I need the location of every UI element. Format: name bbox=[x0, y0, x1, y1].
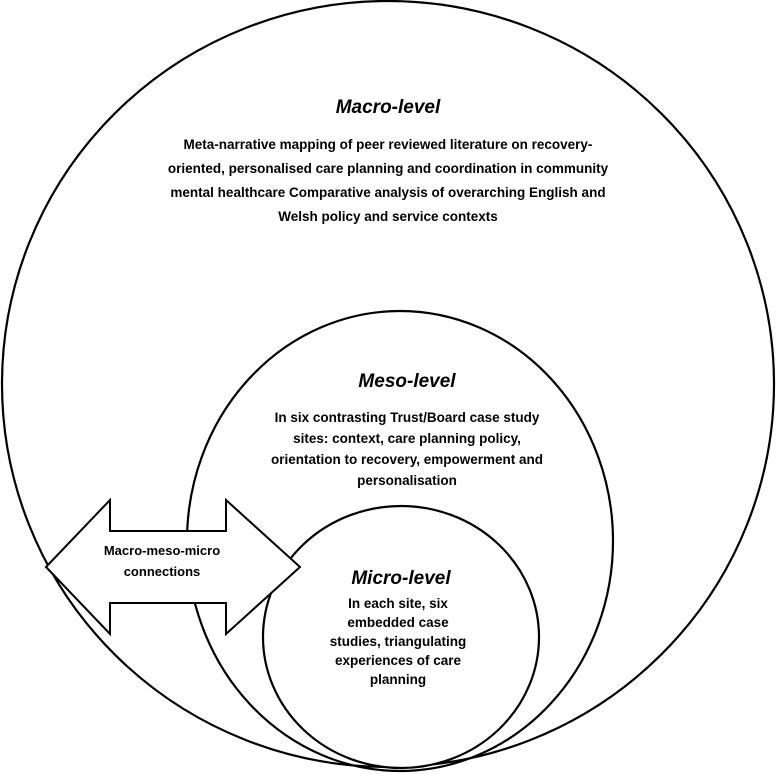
macro-level-line: Meta-narrative mapping of peer reviewed … bbox=[184, 137, 593, 152]
macro-level-title: Macro-level bbox=[336, 97, 441, 118]
meso-level-line: orientation to recovery, empowerment and bbox=[271, 452, 543, 467]
macro-level-line: Welsh policy and service contexts bbox=[278, 209, 498, 224]
micro-level-line: embedded case bbox=[347, 615, 449, 630]
micro-level-line: studies, triangulating bbox=[330, 634, 467, 649]
micro-level-line: In each site, six bbox=[348, 596, 448, 611]
micro-level-line: experiences of care bbox=[335, 653, 462, 668]
micro-level-title: Micro-level bbox=[351, 568, 451, 589]
meso-level-line: sites: context, care planning policy, bbox=[293, 431, 521, 446]
meso-level-line: In six contrasting Trust/Board case stud… bbox=[275, 410, 540, 425]
macro-level-line: oriented, personalised care planning and… bbox=[168, 161, 609, 176]
meso-level-title: Meso-level bbox=[358, 371, 456, 392]
arrow-label-line: Macro-meso-micro bbox=[104, 543, 220, 558]
arrow-label-line: connections bbox=[124, 564, 201, 579]
micro-level-line: planning bbox=[370, 672, 426, 687]
macro-level-line: mental healthcare Comparative analysis o… bbox=[170, 185, 605, 200]
meso-level-line: personalisation bbox=[357, 473, 457, 488]
micro-level-circle bbox=[261, 504, 541, 770]
connections-double-arrow bbox=[44, 497, 302, 637]
